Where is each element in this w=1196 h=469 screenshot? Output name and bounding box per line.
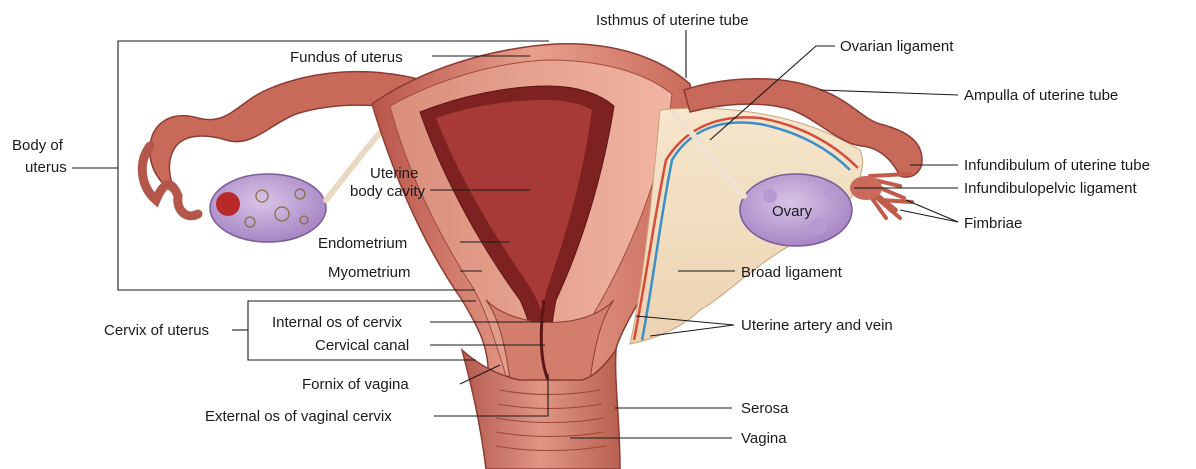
label-infundibulopelvic: Infundibulopelvic ligament (964, 180, 1137, 197)
label-internal-os: Internal os of cervix (272, 314, 403, 331)
label-vagina: Vagina (741, 430, 787, 447)
label-uterine-cavity-line1: Uterine (370, 165, 418, 182)
label-cervix-of-uterus: Cervix of uterus (104, 322, 209, 339)
label-ovary: Ovary (772, 203, 813, 220)
label-cervical-canal: Cervical canal (315, 337, 409, 354)
label-endometrium: Endometrium (318, 235, 407, 252)
label-fimbriae: Fimbriae (964, 215, 1022, 232)
label-myometrium: Myometrium (328, 264, 411, 281)
label-external-os: External os of vaginal cervix (205, 408, 392, 425)
label-broad-ligament: Broad ligament (741, 264, 843, 281)
anatomy-artwork (142, 44, 922, 469)
label-ampulla: Ampulla of uterine tube (964, 87, 1118, 104)
label-fornix: Fornix of vagina (302, 376, 409, 393)
label-uterine-cavity-line2: body cavity (350, 183, 426, 200)
label-isthmus-tube: Isthmus of uterine tube (596, 12, 749, 29)
label-infundibulum: Infundibulum of uterine tube (964, 157, 1150, 174)
label-body-of-uterus-line1: Body of (12, 137, 64, 154)
label-fundus: Fundus of uterus (290, 49, 403, 66)
left-ovary-follicle (216, 192, 240, 216)
label-ovarian-ligament: Ovarian ligament (840, 38, 954, 55)
label-uterine-artery-vein: Uterine artery and vein (741, 317, 893, 334)
label-serosa: Serosa (741, 400, 789, 417)
label-body-of-uterus-line2: uterus (25, 159, 67, 176)
